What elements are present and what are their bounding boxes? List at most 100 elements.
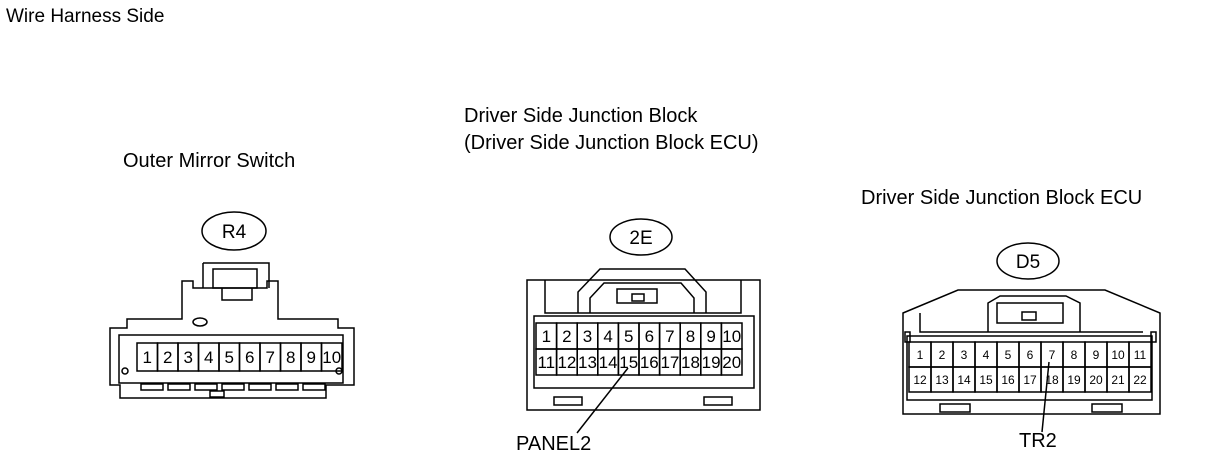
pin-number: 2 (939, 348, 946, 362)
pin-number: 15 (619, 353, 638, 372)
connector-r4-housing (109, 280, 355, 399)
connector-2e-title-line-1: Driver Side Junction Block (464, 105, 698, 127)
connector-r4-title: Outer Mirror Switch (123, 148, 295, 175)
pin-number: 16 (1001, 373, 1015, 387)
pin-number: 6 (1027, 348, 1034, 362)
pin-number: 5 (624, 327, 633, 346)
connector-r4-code: R4 (222, 222, 247, 243)
pin-number: 7 (1049, 348, 1056, 362)
pin-number: 8 (686, 327, 695, 346)
pin-number: 17 (660, 353, 679, 372)
pin-number: 11 (537, 353, 555, 372)
connector-d5-code: D5 (1016, 252, 1040, 273)
pin-number: 1 (143, 348, 152, 367)
pin-number: 13 (578, 353, 597, 372)
pin-number: 12 (913, 373, 927, 387)
pin-number: 14 (599, 353, 618, 372)
connector-r4-latch (202, 262, 270, 288)
page-title: Wire Harness Side (6, 6, 165, 27)
pin-number: 9 (706, 327, 715, 346)
pin-number: 19 (702, 353, 721, 372)
connector-2e-foot-right (703, 396, 733, 406)
pin-number: 10 (1111, 348, 1125, 362)
connector-d5-side-right (1150, 331, 1157, 343)
pin-number: 1 (917, 348, 924, 362)
pin-number: 8 (286, 348, 295, 367)
connector-d5-latch-window (996, 302, 1064, 324)
pin-number: 10 (722, 327, 741, 346)
connector-d5-foot-left (939, 403, 971, 413)
connector-r4-key-hole (192, 317, 208, 327)
callout-tr2-leader (1041, 361, 1050, 433)
callout-panel2-leader (576, 367, 629, 434)
connector-r4-latch-window (212, 268, 258, 289)
connector-r4-guide-left (121, 367, 129, 375)
pin-number: 15 (979, 373, 993, 387)
pin-cell (1128, 366, 1152, 393)
pin-number: 22 (1133, 373, 1147, 387)
pin-number: 3 (184, 348, 193, 367)
pin-number: 3 (961, 348, 968, 362)
callout-tr2-label: TR2 (1019, 430, 1057, 452)
pin-number: 8 (1071, 348, 1078, 362)
connector-d5-title-line: Driver Side Junction Block ECU (861, 187, 1143, 209)
connector-r4-title-line: Outer Mirror Switch (123, 150, 296, 172)
connector-2e-latch (577, 268, 707, 313)
connector-2e-latch-tab (631, 293, 645, 302)
connector-r4-latch-base (221, 288, 253, 301)
pin-number: 19 (1067, 373, 1081, 387)
connector-2e-housing (526, 279, 761, 411)
connector-d5-pin-window (906, 335, 1153, 401)
pin-number: 7 (266, 348, 275, 367)
pin-number: 6 (645, 327, 654, 346)
pin-number: 9 (1093, 348, 1100, 362)
connector-r4-pin-window (118, 334, 344, 384)
pin-number: 3 (583, 327, 592, 346)
connector-d5-code-oval (996, 242, 1060, 280)
connector-2e-code-oval (609, 218, 673, 256)
pin-number: 14 (957, 373, 971, 387)
connector-d5-latch (987, 295, 1081, 332)
pin-number: 9 (307, 348, 316, 367)
connector-r4-code-oval (201, 211, 267, 251)
connector-d5-housing (902, 289, 1161, 415)
callout-panel2-label: PANEL2 (516, 433, 592, 455)
pin-number: 4 (983, 348, 990, 362)
pin-number: 18 (681, 353, 700, 372)
pin-number: 4 (603, 327, 612, 346)
connector-2e-face (544, 280, 742, 314)
pin-cell (720, 348, 743, 376)
pin-number: 17 (1023, 373, 1037, 387)
pin-number: 2 (562, 327, 571, 346)
connector-r4-bottom-slots (140, 383, 326, 398)
pin-number: 5 (1005, 348, 1012, 362)
connector-d5-title: Driver Side Junction Block ECU (861, 185, 1142, 212)
pin-number: 20 (722, 353, 741, 372)
pin-number: 10 (322, 348, 341, 367)
connector-d5-latch-tab (1021, 311, 1037, 321)
pin-number: 2 (163, 348, 172, 367)
pin-number: 7 (665, 327, 674, 346)
pin-cell (320, 342, 343, 372)
connector-2e-title: Driver Side Junction Block (Driver Side … (464, 103, 759, 157)
pin-number: 4 (204, 348, 213, 367)
pin-number: 11 (1134, 348, 1147, 362)
connector-2e-title-line-2: (Driver Side Junction Block ECU) (464, 132, 759, 154)
pin-number: 5 (225, 348, 234, 367)
pin-number: 16 (640, 353, 659, 372)
connector-2e-foot-left (553, 396, 583, 406)
pin-number: 12 (557, 353, 576, 372)
connector-2e-latch-window (616, 288, 658, 304)
pin-number: 18 (1045, 373, 1059, 387)
connector-2e-pin-window (533, 315, 755, 389)
connector-2e-latch-inner (589, 282, 695, 313)
pin-number: 13 (935, 373, 949, 387)
pin-number: 21 (1111, 373, 1125, 387)
